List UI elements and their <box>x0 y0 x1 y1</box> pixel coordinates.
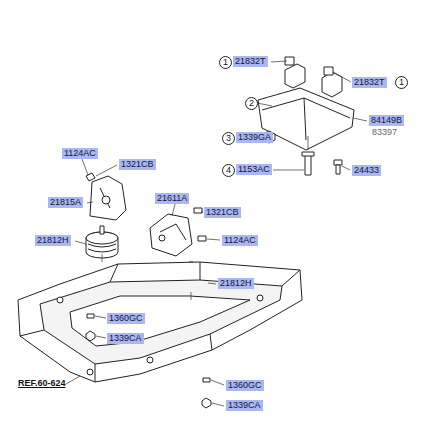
reference-note: REF.60-624 <box>18 378 66 389</box>
part-text: 1360GC <box>109 313 143 323</box>
callout-number: 1 <box>219 56 232 69</box>
part-text: 1 <box>399 77 404 87</box>
part-number: 24433 <box>352 165 381 176</box>
part-number: 1339CA <box>107 333 144 344</box>
part-number: 1360GC <box>107 313 145 324</box>
part-text: 1339CA <box>228 400 261 410</box>
part-number: 1153AC <box>236 164 272 175</box>
part-number: 1339CA <box>226 400 263 411</box>
nut <box>86 331 95 341</box>
part-text: 1124AC <box>224 235 256 245</box>
part-number: 21611A <box>155 193 189 204</box>
part-text: 84149B <box>371 115 402 125</box>
part-text: 21611A <box>157 193 187 203</box>
bracket <box>322 72 342 97</box>
callout-number: 2 <box>245 97 258 110</box>
mount-bracket <box>90 176 126 220</box>
part-number: 21815A <box>48 197 83 208</box>
alt-part-number: 83397 <box>372 127 397 138</box>
part-number: 21812H <box>218 278 254 289</box>
part-text: 1339GA <box>238 132 271 142</box>
part-text: 21832T <box>235 56 266 66</box>
part-text: 1124AC <box>64 148 96 158</box>
callout-number: 1 <box>395 76 408 89</box>
part-text: 1153AC <box>238 164 270 174</box>
callout-number: 3 <box>222 132 235 145</box>
nut <box>202 398 211 408</box>
part-text: 21832T <box>354 77 385 87</box>
bolt <box>87 314 94 318</box>
part-number: 21812H <box>35 235 71 246</box>
part-text: 21815A <box>50 197 81 207</box>
part-number: 1124AC <box>222 235 258 246</box>
part-text: 1 <box>223 57 228 67</box>
part-number: 1360GC <box>226 380 264 391</box>
part-number: 1339GA <box>236 132 273 143</box>
part-text: 3 <box>226 133 231 143</box>
bolt <box>305 155 311 175</box>
part-text: 21812H <box>220 278 252 288</box>
part-text: 1339CA <box>109 333 142 343</box>
part-text: 21812H <box>37 235 69 245</box>
part-number: 21832T <box>352 77 387 88</box>
part-text: 2 <box>249 98 254 108</box>
part-text: 4 <box>226 165 231 175</box>
leader-lines <box>66 61 367 406</box>
callout-number: 4 <box>222 164 235 177</box>
subframe <box>18 262 302 382</box>
mount-bracket <box>150 214 192 256</box>
part-number: 1321CB <box>119 159 156 170</box>
part-text: 1321CB <box>121 159 154 169</box>
part-number: 21832T <box>233 56 268 67</box>
bolt <box>203 378 210 382</box>
part-text: 1321CB <box>206 207 239 217</box>
part-text: 24433 <box>354 165 379 175</box>
part-number: 1321CB <box>204 207 241 218</box>
bracket <box>285 64 305 88</box>
part-number: 1124AC <box>62 148 98 159</box>
part-number: 84149B <box>369 115 404 126</box>
part-text: 1360GC <box>228 380 262 390</box>
